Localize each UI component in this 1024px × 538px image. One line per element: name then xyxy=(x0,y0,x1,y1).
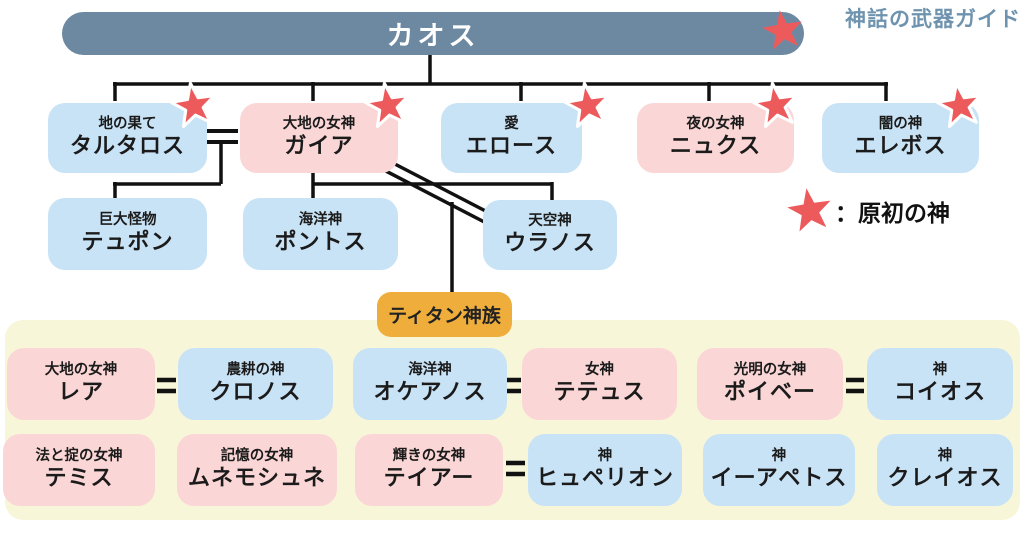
node-name: ウラノス xyxy=(504,231,596,257)
node-chaos: カオス xyxy=(62,12,804,55)
node-mnemosyne: 記憶の女神 ムネモシュネ xyxy=(177,434,337,506)
node-iapetos: 神 イーアペトス xyxy=(703,434,855,506)
node-name: オケアノス xyxy=(373,380,487,406)
node-name: ヒュペリオン xyxy=(535,466,674,492)
node-name: ニュクス xyxy=(669,134,762,160)
node-name: クロノス xyxy=(209,380,302,406)
node-epithet: 闇の神 xyxy=(878,116,923,133)
node-epithet: 天空神 xyxy=(528,213,572,230)
node-epithet: 大地の女神 xyxy=(282,116,356,133)
node-epithet: 巨大怪物 xyxy=(98,212,157,229)
node-themis: 法と掟の女神 テミス xyxy=(3,434,155,506)
node-name: レア xyxy=(57,380,104,406)
titan-group-label: ティタン神族 xyxy=(377,292,512,337)
node-epithet: 愛 xyxy=(504,116,519,133)
node-epithet: 法と掟の女神 xyxy=(35,448,123,465)
node-kreios: 神 クレイオス xyxy=(877,434,1013,506)
legend-label: ：原初の神 xyxy=(835,201,950,227)
primordial-star-icon xyxy=(363,81,411,129)
primordial-star-icon xyxy=(751,81,799,129)
node-name: タルタロス xyxy=(69,134,185,160)
node-okeanos: 海洋神 オケアノス xyxy=(353,348,507,420)
node-eros: 愛 エロース xyxy=(441,103,582,173)
node-epithet: 海洋神 xyxy=(298,212,343,229)
node-name: ポントス xyxy=(274,230,367,256)
node-epithet: 記憶の女神 xyxy=(220,448,294,465)
node-kronos: 農耕の神 クロノス xyxy=(178,348,333,420)
node-epithet: 地の果て xyxy=(98,116,157,133)
page-title: 神話の武器ガイド xyxy=(845,7,1021,31)
node-epithet: 神 xyxy=(937,448,953,465)
node-epithet: 女神 xyxy=(585,362,614,379)
node-koios: 神 コイオス xyxy=(867,348,1013,420)
node-typhon: 巨大怪物 テュポン xyxy=(48,198,207,270)
node-hyperion: 神 ヒュペリオン xyxy=(528,434,682,506)
node-theia: 輝きの女神 テイアー xyxy=(355,434,503,506)
node-epithet: 大地の女神 xyxy=(44,362,118,379)
legend-star-icon xyxy=(787,188,831,232)
node-epithet: 夜の女神 xyxy=(686,116,745,133)
primordial-star-icon xyxy=(935,81,983,129)
legend: ：原初の神 xyxy=(787,188,950,234)
node-name: エロース xyxy=(466,134,557,160)
node-phoibe: 光明の女神 ポイベー xyxy=(697,348,843,420)
node-name: エレボス xyxy=(854,134,947,160)
node-tethys: 女神 テテュス xyxy=(522,348,677,420)
node-epithet: 海洋神 xyxy=(408,362,452,379)
primordial-star-icon xyxy=(563,81,611,129)
marriage-equals-rhea-kronos xyxy=(157,377,176,394)
marriage-equals-tartaros-gaia xyxy=(207,129,238,144)
node-epithet: 神 xyxy=(597,448,613,465)
node-gaia: 大地の女神 ガイア xyxy=(240,103,398,173)
node-uranos: 天空神 ウラノス xyxy=(483,200,617,270)
node-name: テミス xyxy=(44,466,114,492)
node-pontos: 海洋神 ポントス xyxy=(243,198,398,270)
node-epithet: 神 xyxy=(932,362,948,379)
marriage-equals-phoibe-koios xyxy=(846,377,864,394)
node-name: ムネモシュネ xyxy=(187,466,326,492)
node-tartaros: 地の果て タルタロス xyxy=(48,103,207,173)
node-epithet: 光明の女神 xyxy=(733,362,807,379)
node-epithet: 輝きの女神 xyxy=(392,448,466,465)
marriage-equals-theia-hyperion xyxy=(506,460,525,477)
node-name: テュポン xyxy=(81,230,174,256)
node-name: イーアペトス xyxy=(710,466,848,492)
node-name: コイオス xyxy=(893,380,986,406)
node-rhea: 大地の女神 レア xyxy=(7,348,155,420)
node-epithet: 神 xyxy=(771,448,787,465)
node-name: ポイベー xyxy=(723,380,816,406)
node-name: クレイオス xyxy=(887,466,1003,492)
primordial-star-icon xyxy=(169,81,217,129)
node-epithet: 農耕の神 xyxy=(226,362,285,379)
node-name: テテュス xyxy=(553,380,646,406)
node-name: テイアー xyxy=(383,466,475,492)
node-name: ガイア xyxy=(284,134,354,160)
node-name: カオス xyxy=(386,21,480,52)
primordial-star-icon xyxy=(762,10,802,50)
